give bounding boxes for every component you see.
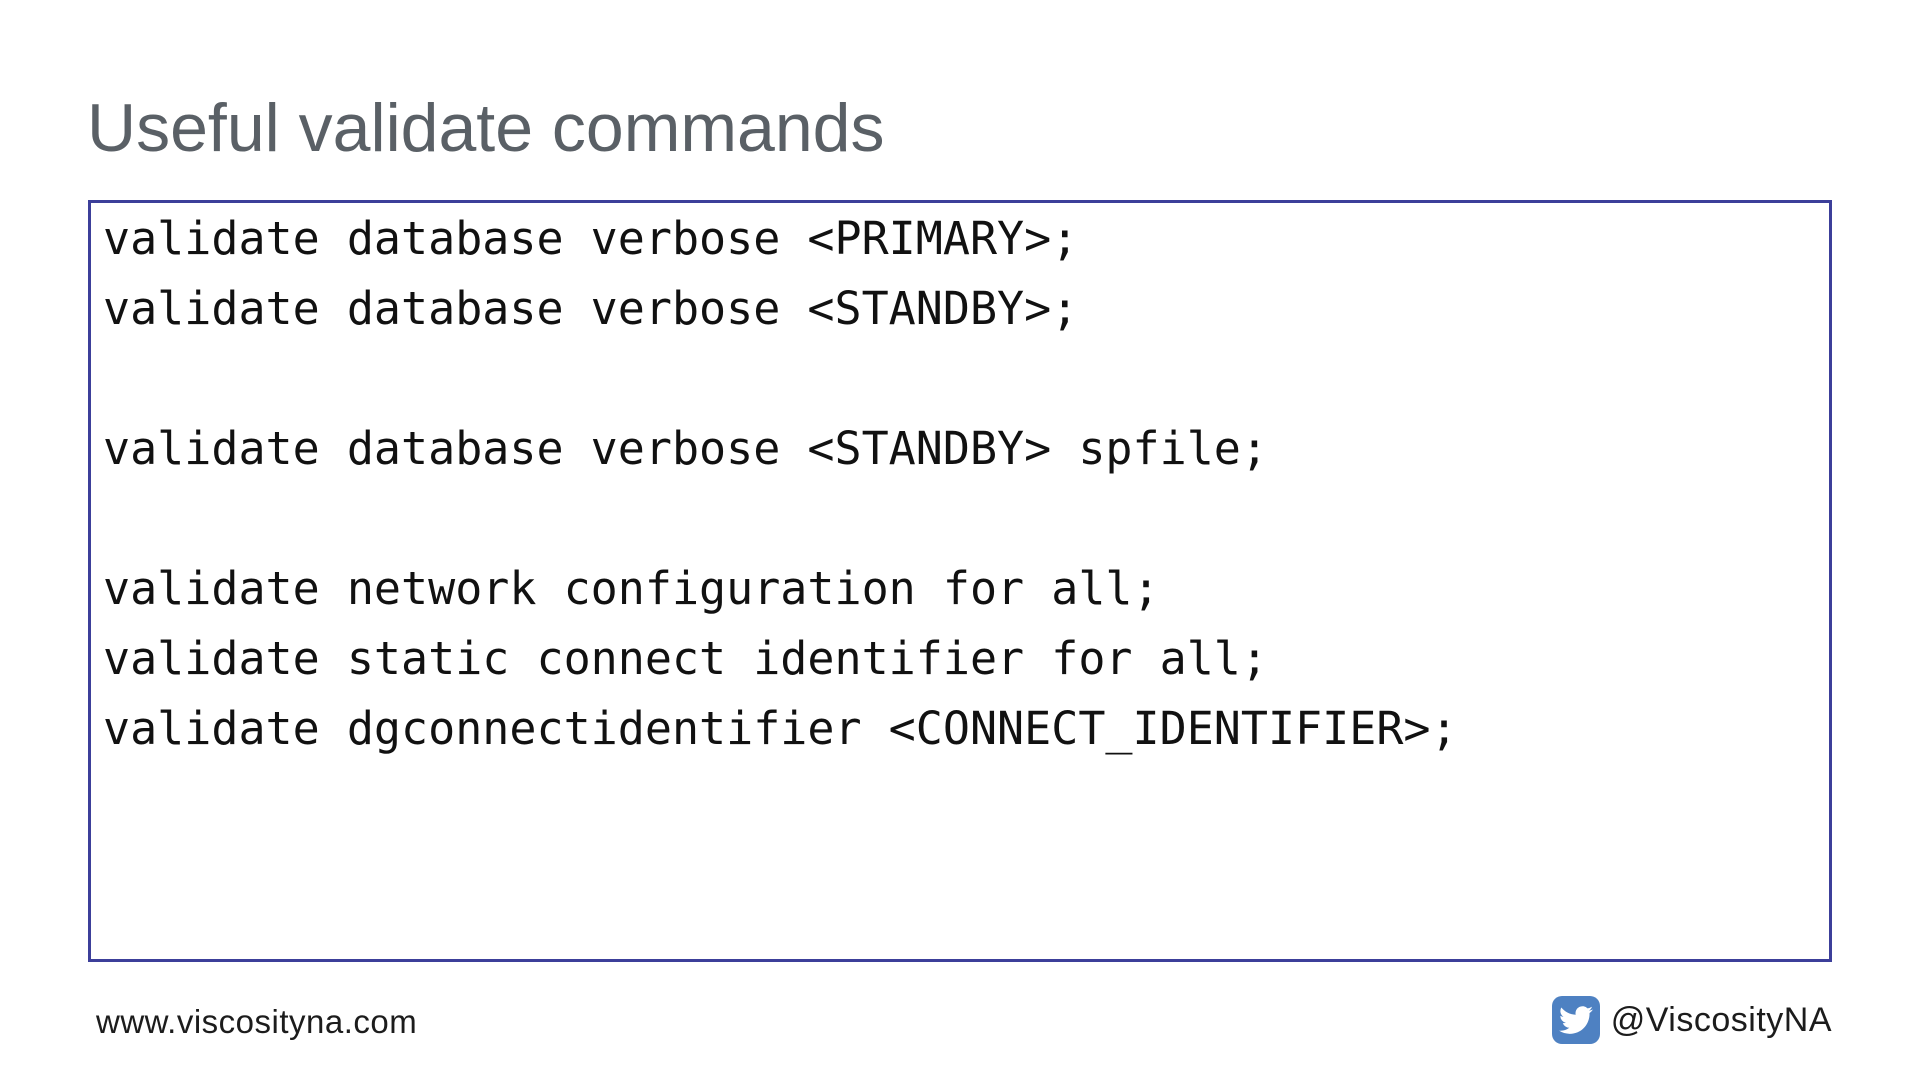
twitter-handle: @ViscosityNA [1610, 1000, 1832, 1039]
website-text: www.viscosityna.com [96, 1003, 418, 1040]
slide-title: Useful validate commands [87, 90, 885, 166]
twitter-bird-icon [1551, 996, 1600, 1044]
twitter-badge: @ViscosityNA [1551, 996, 1832, 1044]
code-box: validate database verbose <PRIMARY>; val… [88, 200, 1832, 962]
code-block: validate database verbose <PRIMARY>; val… [103, 212, 1458, 755]
